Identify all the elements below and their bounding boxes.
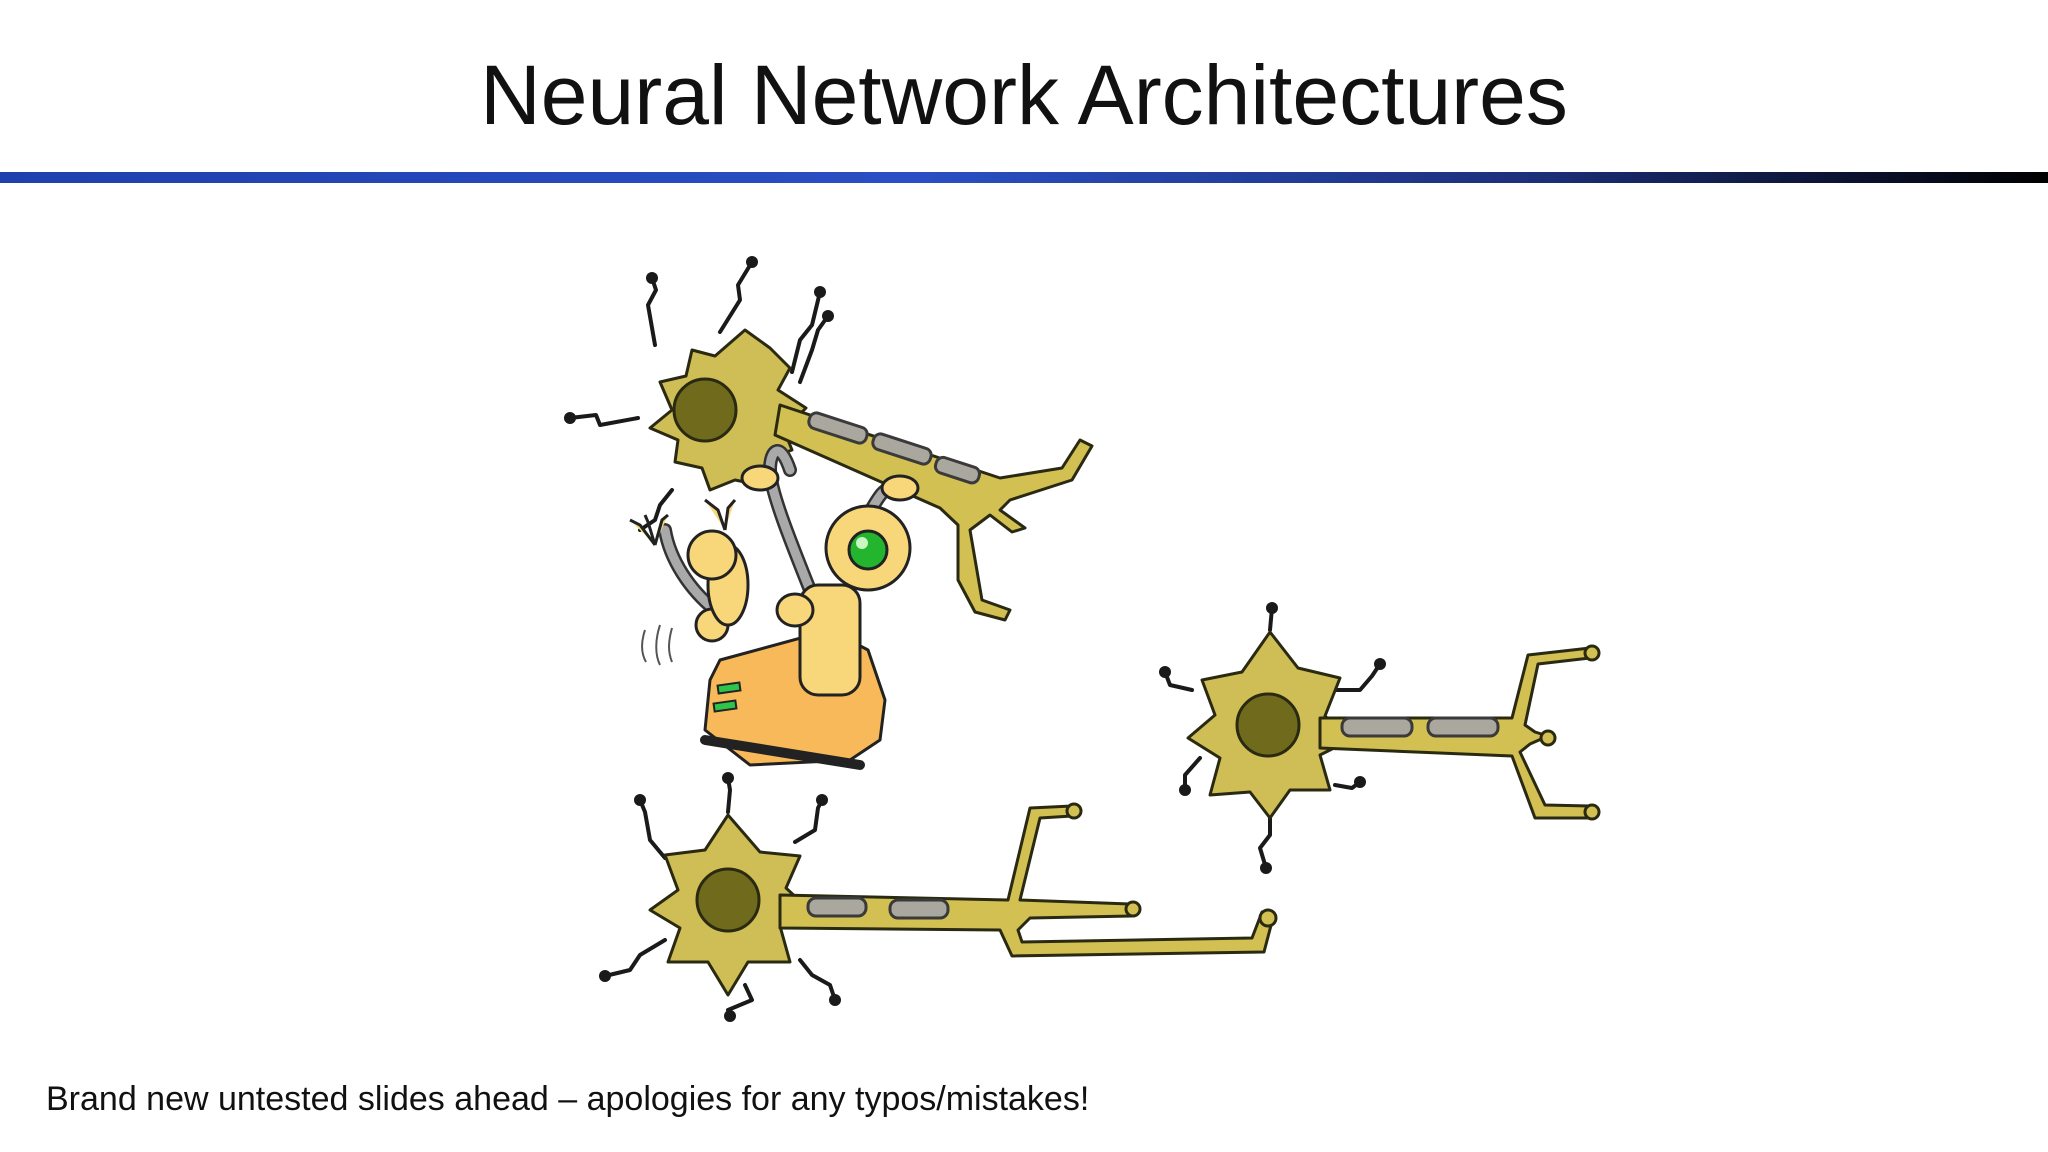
robot-icon <box>629 444 920 770</box>
disclaimer-note: Brand new untested slides ahead – apolog… <box>46 1080 1090 1118</box>
neuron-icon <box>1159 602 1601 874</box>
title-divider <box>0 172 2048 183</box>
neuron-icon <box>564 256 1094 622</box>
neuron-icon <box>599 772 1278 1022</box>
page-title: Neural Network Architectures <box>480 48 1568 142</box>
